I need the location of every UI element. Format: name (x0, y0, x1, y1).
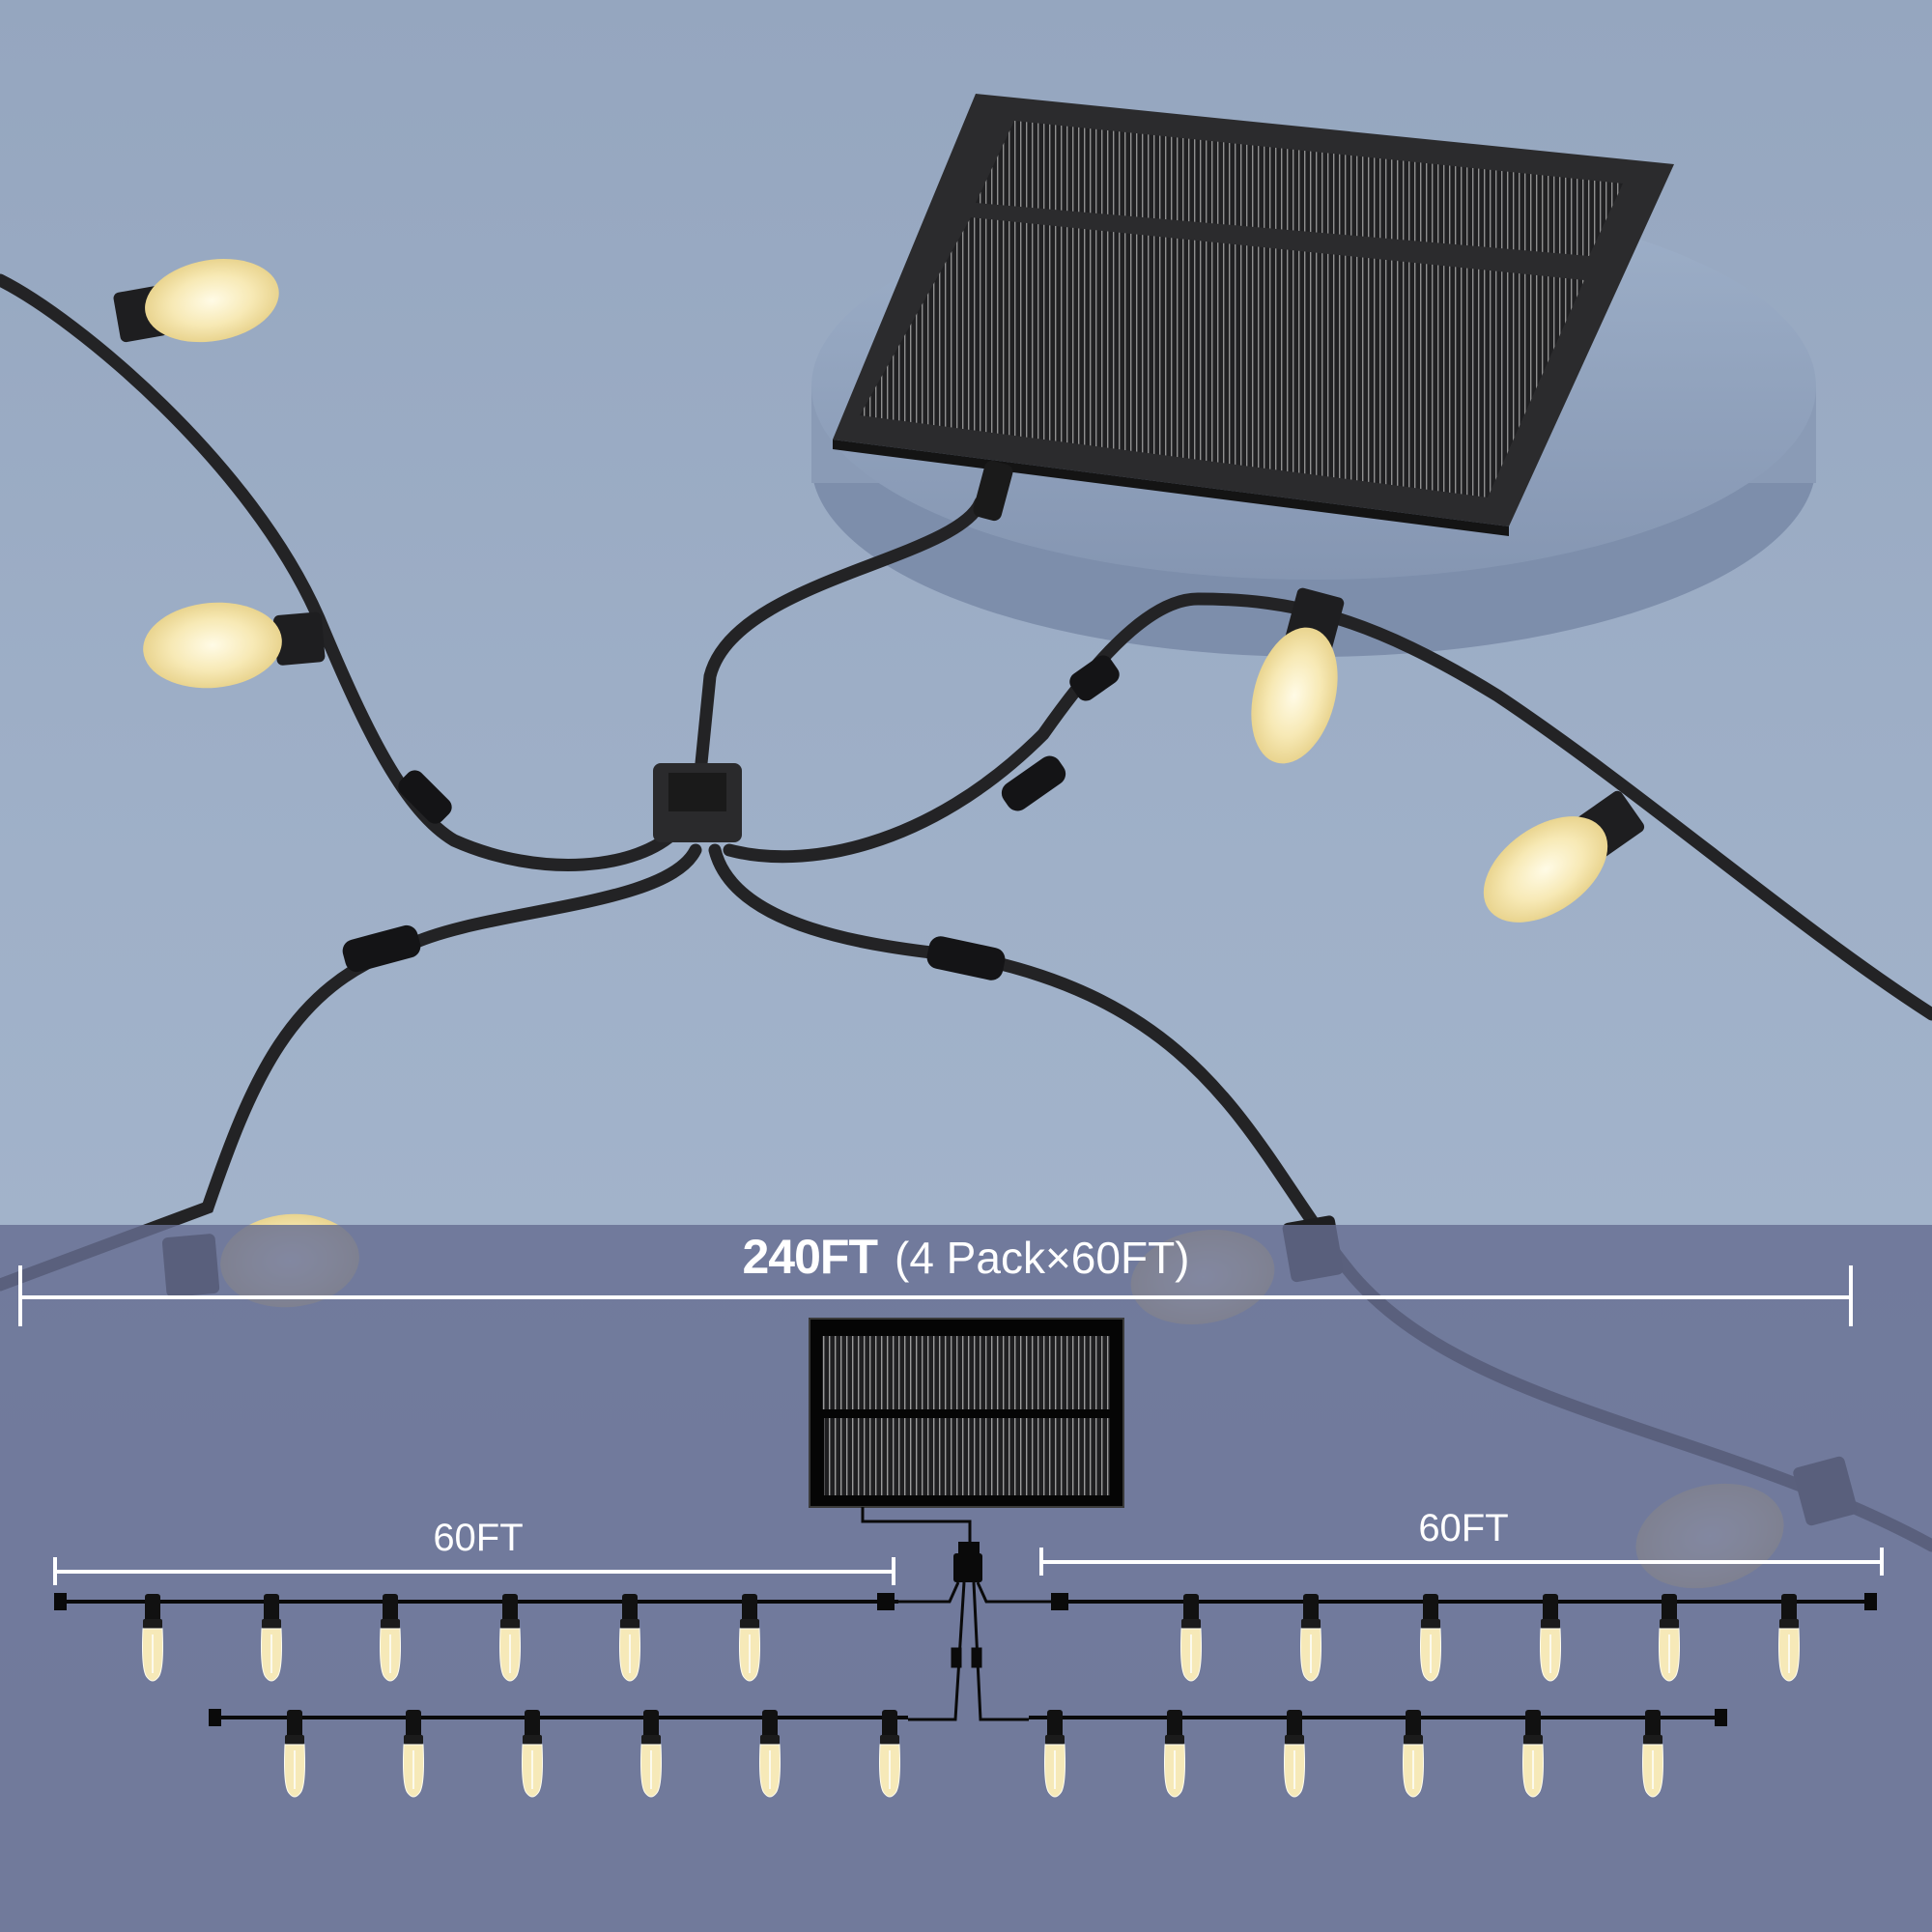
bulb-icon (1164, 1710, 1185, 1798)
bulb-icon (1300, 1594, 1321, 1682)
total-dimension-line (18, 1265, 1853, 1326)
solar-panel-3d (833, 94, 1674, 536)
bulb-icon (261, 1594, 282, 1682)
string-wires (54, 1593, 1877, 1726)
total-length: 240FT (742, 1230, 878, 1284)
bulb-icon (499, 1594, 521, 1682)
right-segment-label: 60FT (1418, 1507, 1509, 1549)
bulb-icon (380, 1594, 401, 1682)
left-segment-label: 60FT (433, 1517, 524, 1559)
bulb-icon (879, 1710, 900, 1798)
bulb-icon (403, 1710, 424, 1798)
bulb-icon (1284, 1710, 1305, 1798)
bulb-icon (522, 1710, 543, 1798)
bulb-icon (619, 1594, 640, 1682)
splitter-hub-3d (653, 763, 742, 842)
pack-breakdown: (4 Pack×60FT) (895, 1233, 1190, 1283)
segment-dimension-lines (53, 1548, 1884, 1585)
bulb-icon (1522, 1710, 1544, 1798)
diagram-bulbs (142, 1594, 1800, 1798)
bulb-icon (1403, 1710, 1424, 1798)
bulb-icon (1778, 1594, 1800, 1682)
bulb-icon (1180, 1594, 1202, 1682)
headline: 240FT (4 Pack×60FT) (0, 1229, 1932, 1285)
bulb-icon (1420, 1594, 1441, 1682)
bulb-icon (1659, 1594, 1680, 1682)
splitter-hub-diagram (953, 1542, 982, 1582)
bulb-icon (142, 1594, 163, 1682)
bulb-icon (1540, 1594, 1561, 1682)
cable-connectors (342, 655, 1120, 980)
bulb-icon (759, 1710, 781, 1798)
bulb-icon (1642, 1710, 1663, 1798)
bulb-icon (1044, 1710, 1065, 1798)
bulb-icon (640, 1710, 662, 1798)
bulb-icon (284, 1710, 305, 1798)
solar-panel-diagram (809, 1318, 1124, 1508)
bulb-icon (739, 1594, 760, 1682)
